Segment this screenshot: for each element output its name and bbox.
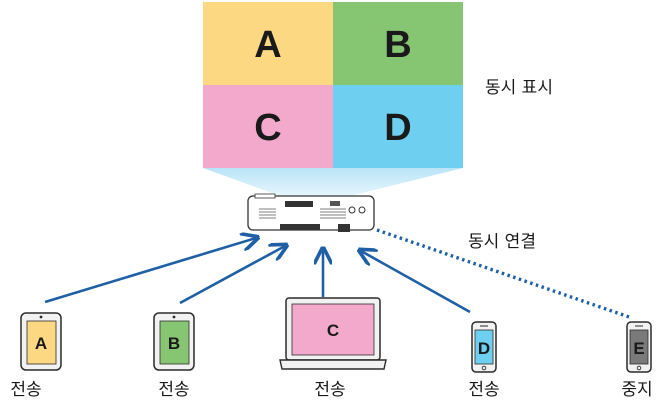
tablet-a: A xyxy=(20,312,62,371)
quadrant-d-letter: D xyxy=(384,107,411,149)
quadrant-b xyxy=(333,2,463,85)
device-e-action: 중지 xyxy=(621,380,652,400)
laptop-c-letter: C xyxy=(327,321,339,340)
tablet-a-letter: A xyxy=(35,334,47,353)
phone-d-letter: D xyxy=(478,339,490,358)
phone-e-letter: E xyxy=(633,339,644,358)
arrow-d xyxy=(361,251,471,314)
projection-beam xyxy=(203,168,463,196)
device-c-action: 전송 xyxy=(314,380,345,400)
device-d-action: 전송 xyxy=(468,380,499,400)
quadrant-c-letter: C xyxy=(254,107,281,149)
projector-icon xyxy=(247,193,375,232)
simultaneous-connection-label: 동시 연결 xyxy=(468,232,536,252)
quadrant-a xyxy=(203,2,333,85)
laptop-c: C xyxy=(279,297,387,370)
quadrant-d xyxy=(333,85,463,168)
simultaneous-display-label: 동시 표시 xyxy=(485,78,553,98)
arrow-a xyxy=(44,238,256,304)
quadrant-c xyxy=(203,85,333,168)
tablet-b-letter: B xyxy=(168,334,180,353)
tablet-b: B xyxy=(153,312,195,371)
quadrant-b-letter: B xyxy=(384,24,411,66)
projected-screen: A B C D xyxy=(203,2,463,168)
arrows xyxy=(44,228,633,320)
quadrant-a-letter: A xyxy=(254,24,281,66)
device-b-action: 전송 xyxy=(158,380,189,400)
device-a-action: 전송 xyxy=(10,380,41,400)
arrow-b xyxy=(179,246,285,305)
phone-e: E xyxy=(626,321,652,373)
phone-d: D xyxy=(471,321,497,373)
